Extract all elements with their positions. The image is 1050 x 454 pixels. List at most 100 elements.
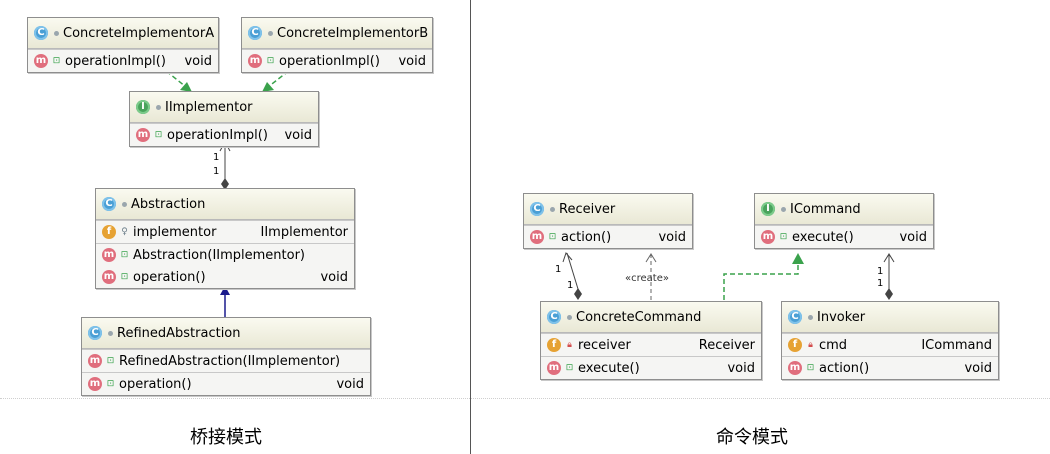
class-abstraction[interactable]: C Abstraction f ♀ implementor IImplementor m… [95,188,355,289]
field-type: ICommand [921,337,992,353]
diamond-invoker [885,288,893,300]
realization-arrow-a [180,82,192,92]
field-name: implementor [133,224,217,240]
public-visibility-icon: ⊡ [806,363,815,373]
method-name: operationImpl() [167,127,268,143]
class-name: ConcreteImplementorB [277,25,429,41]
realization-line-b [267,65,296,88]
realization-line-command [723,264,799,300]
package-dot-icon [122,201,127,207]
field-type: Receiver [698,337,755,353]
method-row[interactable]: m⊡operationImpl()void [130,124,318,146]
field-name: cmd [819,337,848,353]
method-type: void [184,53,212,69]
field-row[interactable]: f ♀ implementor IImplementor [96,221,354,243]
open-arrow-invoker [883,253,895,263]
method-badge-icon: m [248,54,262,68]
method-row[interactable]: m ⊡ action() void [782,357,998,379]
method-type: void [336,376,364,392]
interface-badge-icon: I [136,100,150,114]
method-row[interactable]: m ⊡ execute() void [541,357,761,379]
caption-separator [0,398,1050,400]
method-row[interactable]: m⊡RefinedAbstraction(IImplementor) [82,350,370,372]
diamond-receiver [574,288,582,300]
method-type: void [658,229,686,245]
class-name: ConcreteImplementorA [63,25,215,41]
class-badge-icon: C [34,26,48,40]
method-row[interactable]: m⊡operation()void [96,266,354,288]
class-badge-icon: C [530,202,544,216]
method-type: void [727,360,755,376]
public-visibility-icon: ⊡ [565,363,574,373]
interface-badge-icon: I [761,202,775,216]
method-name: execute() [578,360,640,376]
field-badge-icon: f [102,225,116,239]
method-row[interactable]: m⊡Abstraction(IImplementor) [96,244,354,266]
open-arrow-receiver [562,252,573,263]
realization-arrow-command [792,253,804,264]
public-visibility-icon: ⊡ [154,130,163,140]
method-name: operation() [133,269,206,285]
class-badge-icon: C [248,26,262,40]
method-name: operationImpl() [65,53,166,69]
multiplicity-label: 1 [877,266,884,277]
create-dependency-arrow [645,253,657,263]
class-name: Invoker [817,309,866,325]
method-badge-icon: m [761,230,775,244]
realization-line-a [159,65,187,88]
method-badge-icon: m [102,248,116,262]
method-type: void [964,360,992,376]
method-row[interactable]: m⊡execute()void [755,226,933,248]
public-visibility-icon: ⊡ [106,356,115,366]
package-dot-icon [781,206,786,212]
class-name: RefinedAbstraction [117,325,241,341]
class-badge-icon: C [102,197,116,211]
method-row[interactable]: m⊡operationImpl()void [28,50,218,72]
method-row[interactable]: m⊡action()void [524,226,692,248]
multiplicity-label: 1 [877,278,884,289]
method-badge-icon: m [34,54,48,68]
field-type: IImplementor [260,224,349,240]
create-stereotype-label: «create» [625,273,669,284]
public-visibility-icon: ⊡ [120,272,129,282]
realization-arrow-b [262,82,274,92]
method-badge-icon: m [788,361,802,375]
method-name: RefinedAbstraction(IImplementor) [119,353,341,369]
protected-visibility-icon: ♀ [121,227,128,237]
method-type: void [398,53,426,69]
method-badge-icon: m [88,377,102,391]
field-badge-icon: f [788,338,802,352]
method-row[interactable]: m⊡operationImpl()void [242,50,432,72]
public-visibility-icon: ⊡ [548,232,557,242]
package-dot-icon [808,314,813,320]
public-visibility-icon: ⊡ [106,379,115,389]
method-name: action() [819,360,870,376]
multiplicity-label: 1 [555,264,562,275]
class-name: ConcreteCommand [576,309,702,325]
method-row[interactable]: m⊡operation()void [82,373,370,395]
method-name: execute() [792,229,854,245]
package-dot-icon [567,314,572,320]
method-type: void [899,229,927,245]
class-name: Abstraction [131,196,206,212]
interface-name: IImplementor [165,99,253,115]
public-visibility-icon: ⊡ [120,250,129,260]
aggregation-line-receiver [566,252,579,290]
multiplicity-label: 1 [213,166,220,177]
class-badge-icon: C [547,310,561,324]
method-badge-icon: m [547,361,561,375]
public-visibility-icon: ⊡ [266,56,275,66]
field-badge-icon: f [547,338,561,352]
private-lock-icon: 🔒︎ [567,340,572,350]
